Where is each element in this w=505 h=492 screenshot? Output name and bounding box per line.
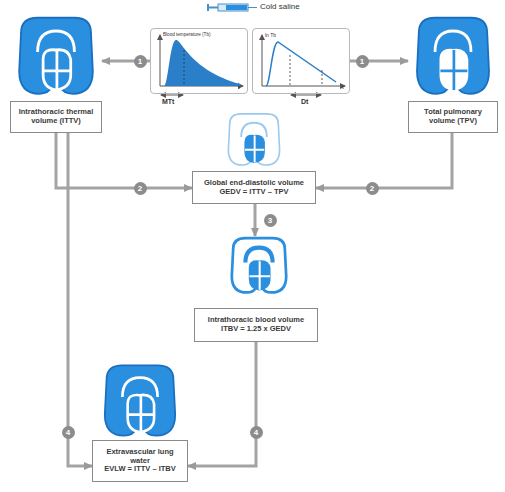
callout-text: 2 bbox=[138, 184, 142, 193]
volume-box: Total pulmonary volume (TPV) bbox=[408, 15, 498, 133]
thorax-icon bbox=[232, 238, 286, 292]
callout-text: 1 bbox=[360, 57, 364, 66]
box-outline: Intrathoracic thermal volume (ITTV) bbox=[10, 101, 102, 133]
box-outline: Total pulmonary volume (TPV) bbox=[408, 101, 498, 133]
box-title: Global end-diastolic volume bbox=[204, 179, 304, 188]
box-title: Total pulmonary volume (TPV) bbox=[412, 108, 494, 125]
box-title: Intrathoracic blood volume bbox=[208, 316, 304, 325]
time-label: MTt bbox=[162, 98, 174, 105]
graph-panel: ln TbtDt bbox=[252, 28, 350, 94]
axis-label: Blood temperature (Tb) bbox=[163, 32, 211, 37]
box-title: Intrathoracic thermal volume (ITTV) bbox=[14, 108, 98, 125]
thermodilution-curve bbox=[160, 35, 243, 95]
callout-text: 4 bbox=[66, 428, 70, 437]
callout-number: 2 bbox=[134, 182, 147, 195]
flow-arrow bbox=[254, 204, 257, 236]
callout-text: 1 bbox=[138, 57, 142, 66]
syringe-icon bbox=[208, 4, 257, 11]
flow-arrow bbox=[56, 133, 192, 188]
box-outline: Extravascular lung waterEVLW = ITTV – IT… bbox=[92, 440, 188, 482]
callout-number: 4 bbox=[250, 426, 263, 439]
callout-number: 1 bbox=[356, 55, 369, 68]
callout-number: 2 bbox=[366, 182, 379, 195]
thorax-icon bbox=[417, 18, 489, 94]
axis-label: ln Tb bbox=[265, 32, 276, 38]
axis-label: t bbox=[342, 84, 344, 90]
flow-arrow bbox=[316, 133, 452, 188]
callout-number: 3 bbox=[264, 214, 277, 227]
callout-number: 4 bbox=[62, 426, 75, 439]
callout-number: 1 bbox=[134, 55, 147, 68]
volume-box: Global end-diastolic volumeGEDV = ITTV –… bbox=[192, 112, 316, 204]
note-label: Cold saline bbox=[260, 2, 300, 11]
volume-box: Intrathoracic blood volumeITBV = 1.25 x … bbox=[194, 236, 318, 342]
thorax-icon bbox=[19, 18, 93, 94]
callout-text: 3 bbox=[268, 216, 272, 225]
time-label: Dt bbox=[301, 98, 308, 105]
formula: EVLW = ITTV – ITBV bbox=[104, 465, 175, 474]
callout-text: 2 bbox=[370, 184, 374, 193]
volume-box: Intrathoracic thermal volume (ITTV) bbox=[10, 15, 102, 133]
graph-panel: Blood temperature (Tb)tMTt bbox=[150, 28, 248, 94]
log-decay-curve bbox=[262, 35, 345, 95]
formula: GEDV = ITTV – TPV bbox=[220, 188, 289, 197]
thorax-icon bbox=[228, 114, 279, 165]
box-outline: Intrathoracic blood volumeITBV = 1.25 x … bbox=[194, 308, 318, 342]
callout-text: 4 bbox=[254, 428, 258, 437]
box-outline: Global end-diastolic volumeGEDV = ITTV –… bbox=[192, 171, 316, 204]
flow-arrow bbox=[68, 133, 92, 466]
flow-arrow bbox=[188, 342, 256, 466]
volume-box: Extravascular lung waterEVLW = ITTV – IT… bbox=[92, 362, 188, 482]
box-title: Extravascular lung water bbox=[96, 448, 184, 465]
thorax-icon bbox=[105, 365, 175, 435]
axis-label: t bbox=[238, 84, 240, 90]
formula: ITBV = 1.25 x GEDV bbox=[221, 325, 291, 334]
